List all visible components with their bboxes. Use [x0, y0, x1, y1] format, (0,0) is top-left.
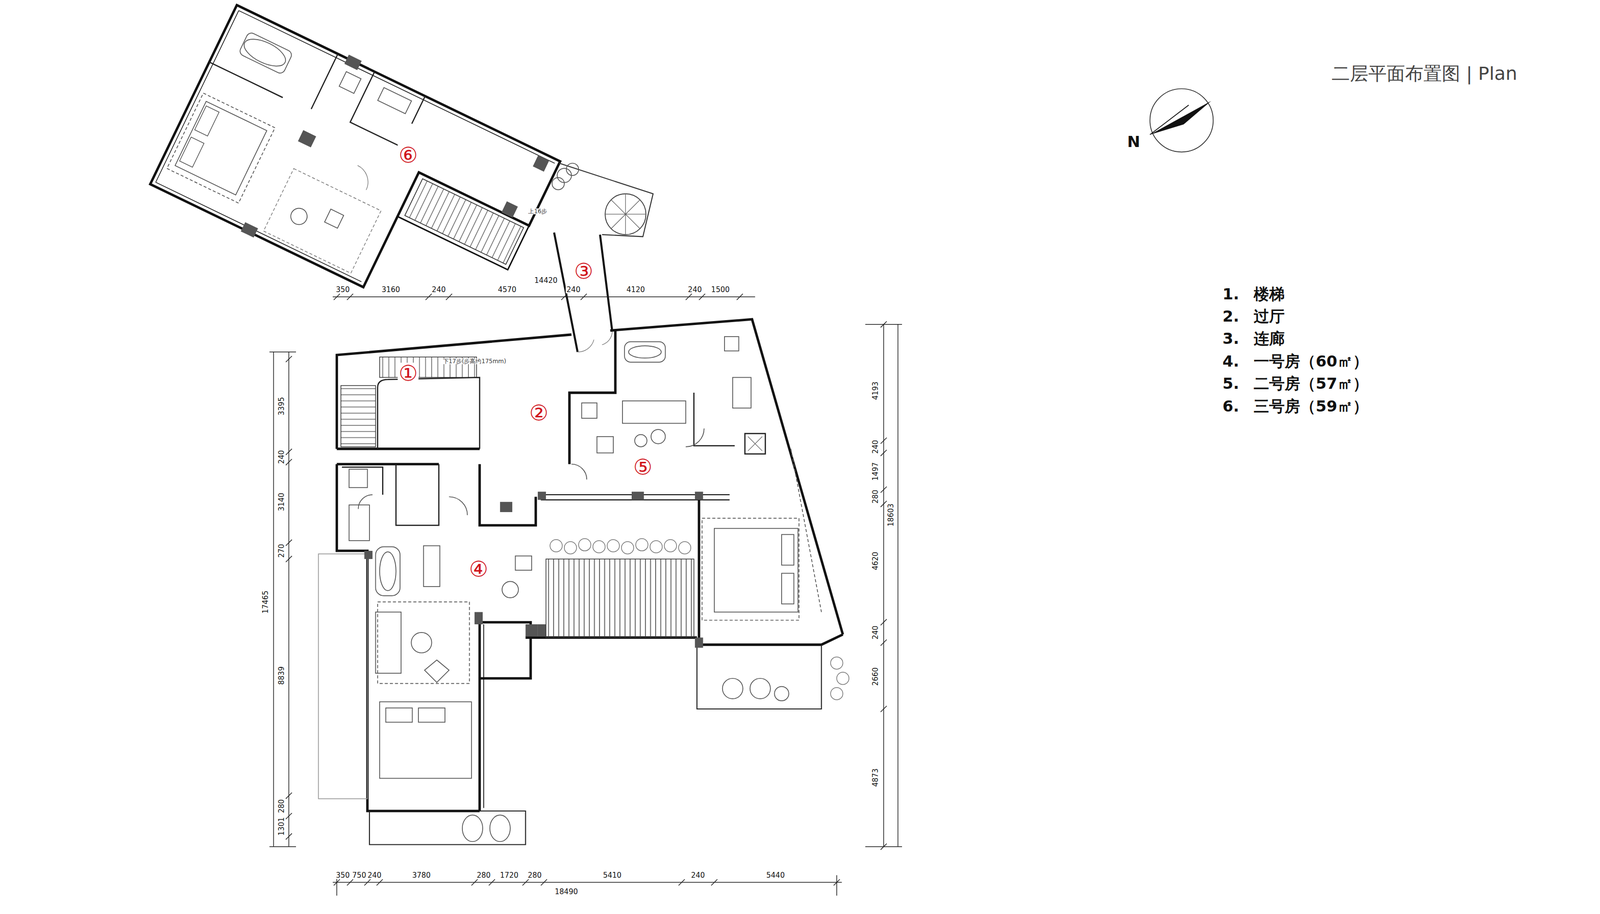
dimension-text: 1720 — [499, 872, 520, 880]
dimension-text: 280 — [278, 798, 286, 815]
dimension-text: 2660 — [872, 666, 880, 687]
dimension-text: 3780 — [411, 872, 432, 880]
dimension-text: 5440 — [765, 872, 786, 880]
dimension-text: 240 — [872, 439, 880, 456]
stair-note: 上16步 — [527, 208, 549, 215]
dimension-text: 4193 — [872, 380, 880, 401]
dimension-text: 1301 — [278, 816, 286, 837]
dimension-text: 750 — [351, 872, 368, 880]
dimension-text: 5410 — [602, 872, 623, 880]
stair-note: 下17步(步高约175mm) — [442, 358, 508, 365]
dimension-text: 14420 — [533, 277, 559, 285]
callout-number: ① — [397, 362, 419, 385]
dimension-text: 1500 — [710, 286, 731, 294]
callout-number: ③ — [573, 260, 594, 282]
dimension-text: 280 — [872, 488, 880, 505]
legend-item: 4. 一号房（60㎡） — [1222, 353, 1368, 370]
dimension-text: 4570 — [496, 286, 518, 294]
dimension-text: 8839 — [278, 665, 286, 686]
legend-item: 2. 过厅 — [1222, 308, 1285, 325]
dimension-text: 240 — [565, 286, 582, 294]
dimension-text: 240 — [278, 449, 286, 466]
plan-title: 二层平面布置图 | Plan — [1331, 64, 1518, 83]
dimension-text: 270 — [278, 543, 286, 560]
legend-item: 5. 二号房（57㎡） — [1222, 375, 1368, 392]
dimension-text: 3395 — [278, 396, 286, 417]
legend-item: 3. 连廊 — [1222, 330, 1285, 347]
callout-number: ⑥ — [397, 144, 419, 166]
upper-wing — [148, 1, 563, 344]
dimension-text: 3140 — [278, 491, 286, 513]
dimension-text: 4120 — [625, 286, 646, 294]
dimension-text: 4620 — [872, 550, 880, 572]
dimension-text: 3160 — [380, 286, 401, 294]
dimension-text: 280 — [475, 872, 492, 880]
dimension-text: 17465 — [261, 589, 269, 615]
dimension-text: 18603 — [887, 503, 895, 529]
dimension-text: 18490 — [553, 888, 579, 896]
dimension-text: 240 — [430, 286, 447, 294]
dimension-text: 240 — [872, 624, 880, 641]
dimension-text: 240 — [366, 872, 383, 880]
compass-label: N — [1126, 133, 1141, 150]
legend-item: 1. 楼梯 — [1222, 286, 1285, 302]
dimension-text: 350 — [335, 286, 352, 294]
dimension-text: 350 — [335, 872, 352, 880]
callout-number: ② — [528, 402, 549, 424]
dimension-text: 240 — [686, 286, 703, 294]
dimension-text: 240 — [690, 872, 707, 880]
dimension-text: 4873 — [872, 767, 880, 788]
callout-number: ④ — [468, 558, 489, 580]
dimension-text: 280 — [526, 872, 543, 880]
callout-number: ⑤ — [632, 456, 653, 478]
dimension-text: 1497 — [872, 461, 880, 482]
legend-item: 6. 三号房（59㎡） — [1222, 398, 1368, 415]
